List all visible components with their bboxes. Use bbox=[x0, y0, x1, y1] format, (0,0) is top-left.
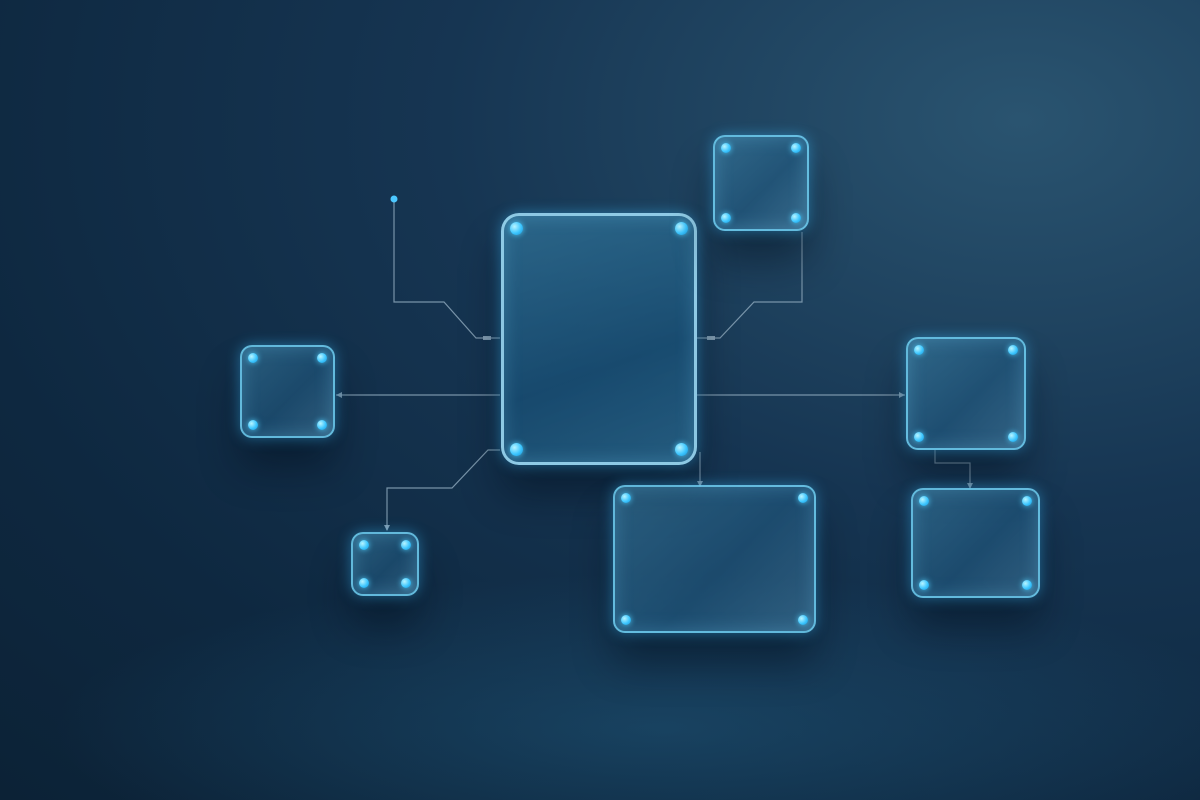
node-dot bbox=[675, 443, 688, 456]
node-dot bbox=[359, 578, 369, 588]
arrowhead-bottomleft bbox=[384, 525, 390, 531]
node-dot bbox=[401, 540, 411, 550]
node-dot bbox=[1022, 580, 1032, 590]
node-dot bbox=[359, 540, 369, 550]
top-right-node-panel bbox=[713, 135, 809, 231]
node-dot bbox=[317, 420, 327, 430]
connector-topright-main bbox=[697, 232, 803, 339]
node-dot bbox=[401, 578, 411, 588]
arrowhead-left bbox=[336, 392, 342, 398]
node-dot bbox=[791, 213, 801, 223]
arrowhead-right bbox=[899, 392, 905, 398]
node-dot bbox=[1022, 496, 1032, 506]
node-dot bbox=[621, 493, 631, 503]
bottom-center-wide-node-panel bbox=[613, 485, 816, 633]
node-dot bbox=[798, 493, 808, 503]
node-dot bbox=[248, 420, 258, 430]
connector-main-bottomleft bbox=[386, 449, 500, 530]
right-node-panel bbox=[906, 337, 1026, 450]
node-dot bbox=[919, 496, 929, 506]
node-dot bbox=[791, 143, 801, 153]
node-dot bbox=[1008, 432, 1018, 442]
node-dot bbox=[914, 432, 924, 442]
connector-origin-main bbox=[393, 200, 500, 339]
bottom-left-small-node-panel bbox=[351, 532, 419, 596]
origin-point bbox=[390, 195, 398, 203]
main-node-panel bbox=[501, 213, 697, 465]
arrowhead-bottomright bbox=[967, 483, 973, 489]
arrowhead-bottomcenter bbox=[697, 481, 703, 487]
node-dot bbox=[510, 443, 523, 456]
floor-glow bbox=[0, 560, 1200, 800]
node-dot bbox=[675, 222, 688, 235]
node-dot bbox=[919, 580, 929, 590]
connector-right-bottomright bbox=[934, 450, 971, 488]
node-dot bbox=[317, 353, 327, 363]
bottom-right-node-panel bbox=[911, 488, 1040, 598]
port-main-right-top bbox=[707, 336, 715, 340]
node-dot bbox=[721, 143, 731, 153]
node-dot bbox=[1008, 345, 1018, 355]
node-dot bbox=[721, 213, 731, 223]
left-node-panel bbox=[240, 345, 335, 438]
node-dot bbox=[621, 615, 631, 625]
node-dot bbox=[510, 222, 523, 235]
node-dot bbox=[798, 615, 808, 625]
port-main-left-top bbox=[483, 336, 491, 340]
node-dot bbox=[248, 353, 258, 363]
node-dot bbox=[914, 345, 924, 355]
